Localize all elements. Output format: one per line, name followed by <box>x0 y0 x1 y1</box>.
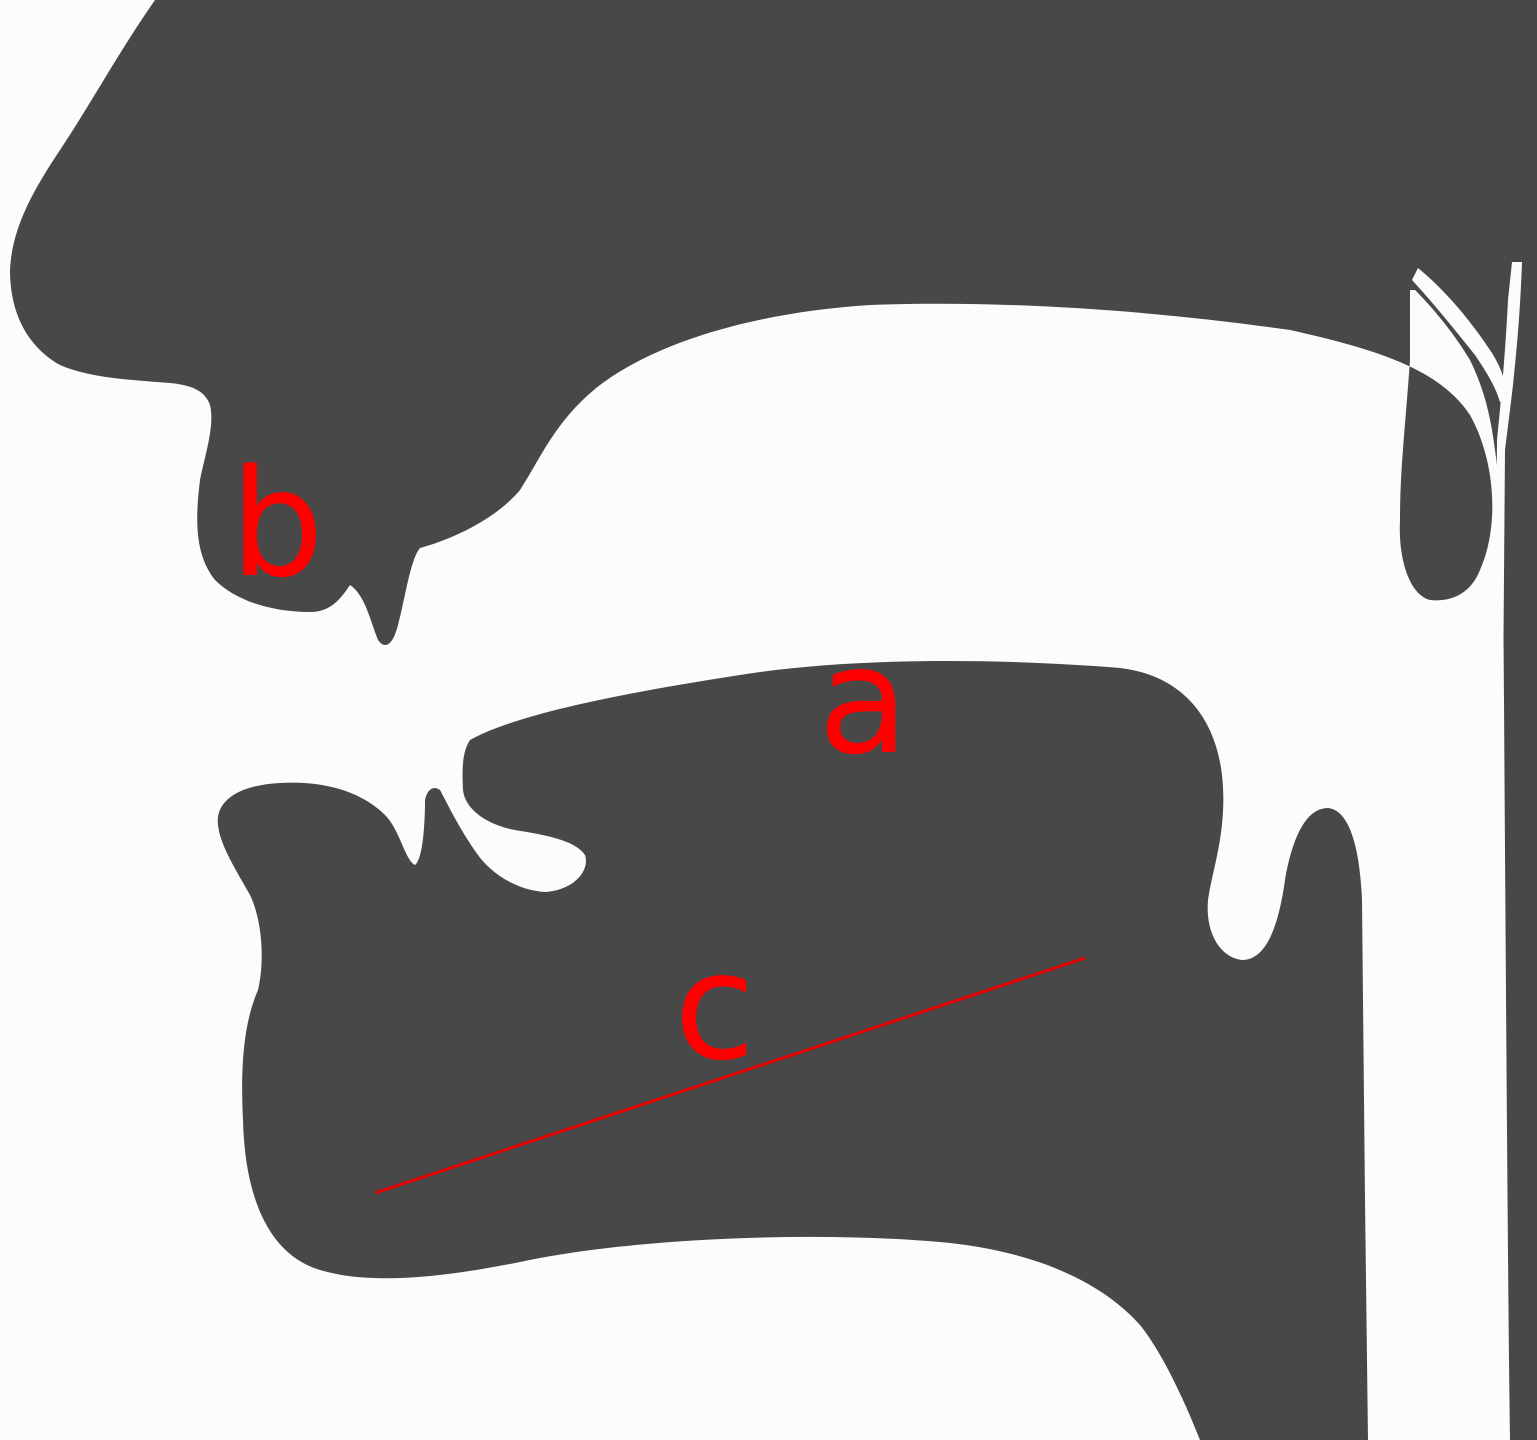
label-a: a <box>818 615 909 787</box>
label-b: b <box>230 438 324 610</box>
label-c: c <box>674 921 755 1093</box>
tongue <box>218 661 1368 1440</box>
